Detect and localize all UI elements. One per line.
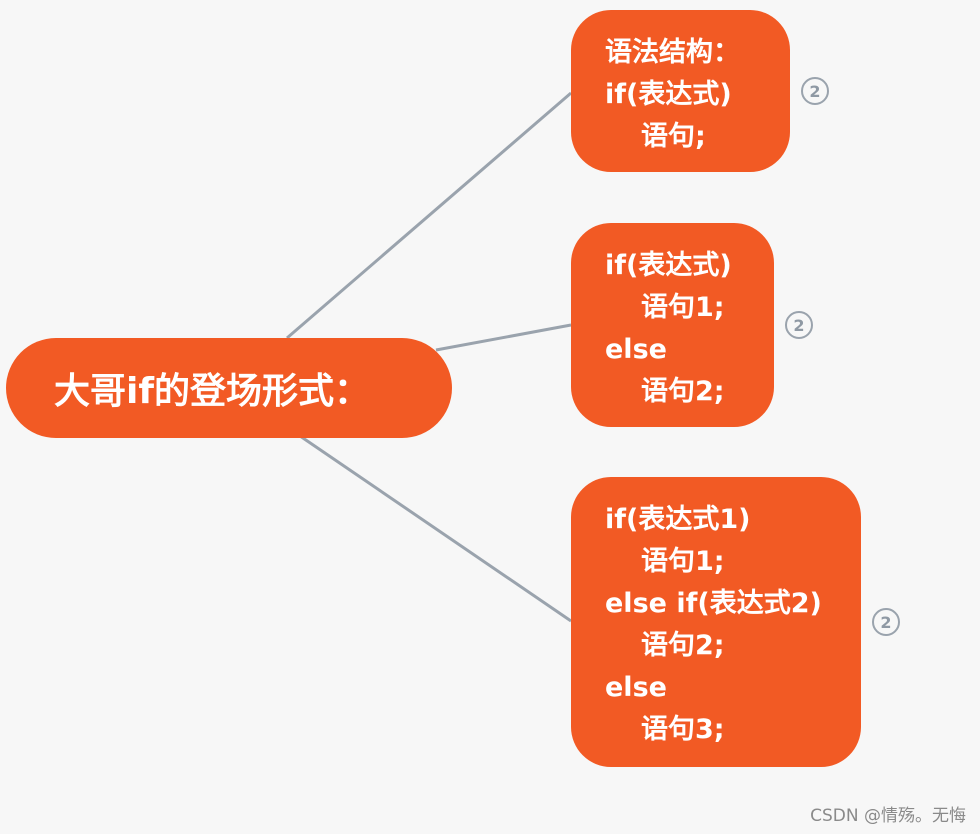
node-line: if(表达式)	[605, 79, 732, 110]
collapse-count-badge[interactable]: 2	[785, 311, 813, 339]
badge-count: 2	[880, 612, 892, 632]
node-line: if(表达式)	[605, 250, 732, 281]
node-line: 语法结构：	[605, 37, 740, 68]
collapse-count-badge[interactable]: 2	[872, 608, 900, 636]
node-line: else	[605, 672, 667, 703]
node-line: 语句2;	[641, 630, 725, 661]
node-line: else if(表达式2)	[605, 588, 822, 619]
node-line: if(表达式1)	[605, 504, 751, 535]
node-line: 语句1;	[641, 292, 725, 323]
connector-line-1	[286, 91, 572, 340]
root-node[interactable]: 大哥if的登场形式：	[6, 338, 452, 438]
node-line: 语句2;	[641, 376, 725, 407]
root-label: 大哥if的登场形式：	[54, 371, 371, 412]
collapse-count-badge[interactable]: 2	[801, 77, 829, 105]
node-line: 语句1;	[641, 546, 725, 577]
badge-count: 2	[809, 81, 821, 101]
node-line: 语句;	[641, 121, 706, 152]
child-node-1[interactable]: 语法结构： if(表达式) 语句;	[571, 10, 790, 172]
watermark: CSDN @情殇。无悔	[810, 806, 966, 826]
child-node-2[interactable]: if(表达式) 语句1; else 语句2;	[571, 223, 774, 427]
connector-line-2	[435, 323, 572, 352]
child-node-3[interactable]: if(表达式1) 语句1; else if(表达式2) 语句2; else 语句…	[571, 477, 861, 767]
node-line: else	[605, 334, 667, 365]
badge-count: 2	[793, 315, 805, 335]
connector-line-3	[299, 434, 572, 623]
node-line: 语句3;	[641, 714, 725, 745]
